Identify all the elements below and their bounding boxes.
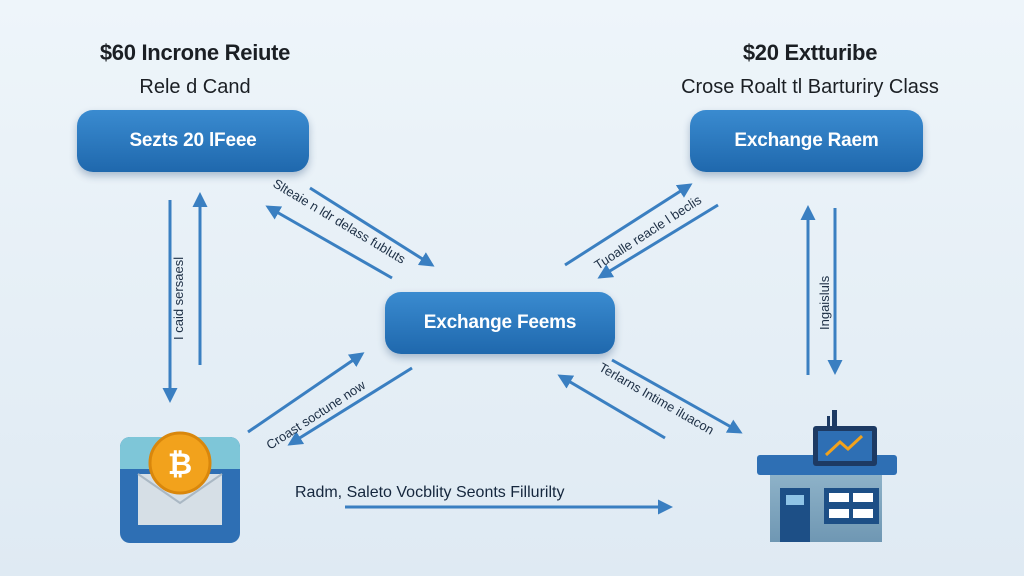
- arrow-lower-right-out: [611, 358, 743, 434]
- bitcoin-wallet-icon: ₿: [120, 431, 240, 543]
- left-heading: $60 Incrone Reiute Rele d Cand: [75, 40, 315, 99]
- exchange-fees-node[interactable]: Exchange Feems: [385, 292, 615, 354]
- arrow-lower-left-in: [247, 352, 365, 434]
- left-heading-subtitle: Rele d Cand: [139, 76, 251, 98]
- label-right-vertical: Ingaisluls: [817, 275, 832, 330]
- exchange-rate-node-label: Exchange Raem: [734, 130, 879, 151]
- fees-node-label: Sezts 20 lFeee: [129, 130, 257, 151]
- label-left-vertical: I caid sersaesl: [171, 257, 186, 340]
- arrow-lower-left-out: [287, 366, 413, 446]
- fees-node[interactable]: Sezts 20 lFeee: [77, 110, 309, 172]
- arrow-upper-right-out: [564, 183, 693, 267]
- exchange-building-icon: [757, 410, 897, 542]
- right-heading: $20 Extturibe Crose Roalt tl Barturiry C…: [640, 40, 980, 99]
- right-heading-title: $20 Extturibe: [742, 40, 878, 65]
- label-lower-left: Croast soctune now: [263, 377, 368, 452]
- arrow-lower-right-in: [557, 374, 666, 440]
- arrow-upper-left-out: [265, 205, 393, 280]
- arrow-upper-left-in: [309, 186, 435, 267]
- arrow-upper-right-in: [597, 203, 719, 279]
- label-bottom: Radm, Saleto Vocblity Seonts Fillurilty: [295, 484, 564, 501]
- exchange-fees-node-label: Exchange Feems: [423, 312, 577, 333]
- label-lower-right: Terlarns Intime iluacon: [597, 360, 717, 438]
- right-heading-subtitle: Crose Roalt tl Barturiry Class: [681, 76, 939, 98]
- exchange-rate-node[interactable]: Exchange Raem: [690, 110, 923, 172]
- label-upper-right: Tuoalle reacle l beclis: [591, 192, 704, 273]
- bitcoin-symbol: ₿: [168, 447, 192, 482]
- left-heading-title: $60 Incrone Reiute: [99, 40, 291, 65]
